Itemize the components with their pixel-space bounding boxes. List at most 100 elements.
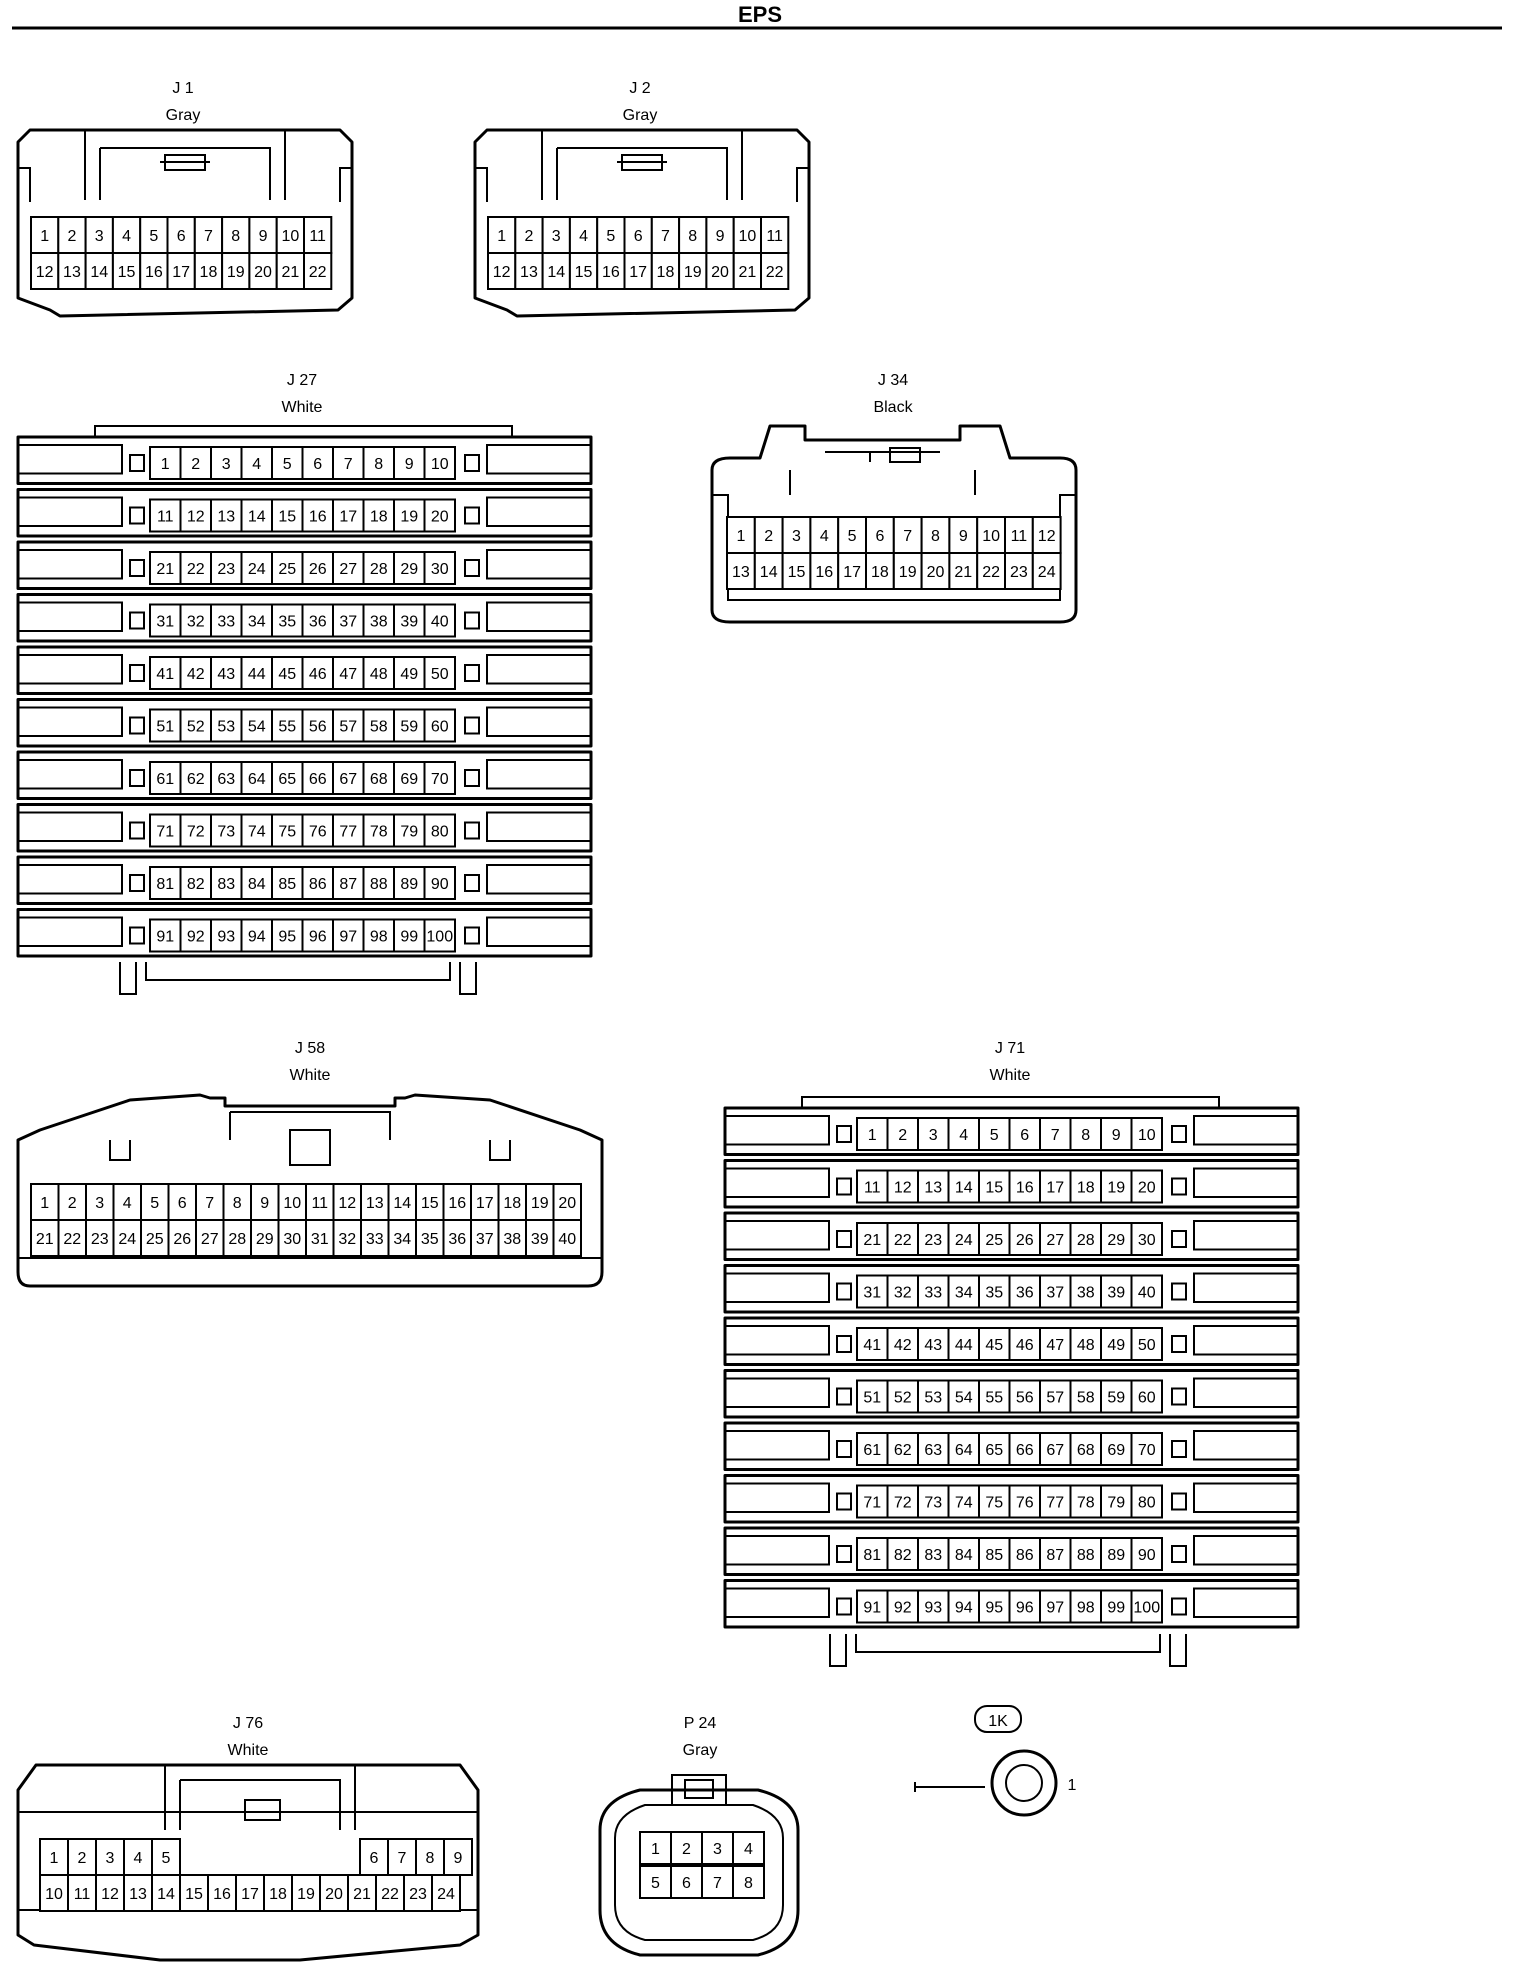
housing-row-right-lock (464, 454, 480, 472)
pin-number: 18 (370, 509, 388, 526)
pin-cell (917, 1379, 950, 1414)
pin-cell (387, 1219, 417, 1257)
pin-number: 22 (982, 564, 1000, 581)
housing-row (723, 1316, 1300, 1366)
pin-number: 12 (101, 1886, 119, 1903)
pin-number: 2 (524, 228, 533, 245)
pin-cell (139, 252, 169, 290)
pin-cell (865, 552, 895, 590)
pin-number: 5 (990, 1127, 999, 1144)
pin-cell (732, 1831, 765, 1865)
connector-j2-latch (475, 130, 809, 202)
pin-number: 61 (156, 771, 174, 788)
pin-number: 95 (278, 929, 296, 946)
pin-cell (301, 813, 334, 848)
pin-cell (277, 1219, 307, 1257)
housing-row-left-lock (129, 716, 145, 735)
housing-row-right-rib (1193, 1272, 1298, 1303)
pin-number: 36 (1016, 1285, 1034, 1302)
pin-number: 71 (156, 824, 174, 841)
pin-number: 31 (863, 1285, 881, 1302)
pin-number: 86 (1016, 1547, 1034, 1564)
pin-number: 86 (309, 876, 327, 893)
pin-cell (431, 1874, 461, 1912)
pin-cell (151, 1874, 181, 1912)
pin-number: 89 (1107, 1547, 1125, 1564)
pin-number: 39 (400, 614, 418, 631)
pin-number: 21 (281, 264, 299, 281)
pin-number: 14 (955, 1180, 973, 1197)
pin-number: 27 (1046, 1232, 1064, 1249)
pin-number: 10 (431, 456, 449, 473)
pin-number: 19 (684, 264, 702, 281)
pin-number: 33 (924, 1285, 942, 1302)
housing-row (723, 1474, 1300, 1524)
pin-number: 73 (924, 1495, 942, 1512)
pin-number: 17 (1046, 1180, 1064, 1197)
pin-number: 1 (868, 1127, 877, 1144)
housing-row-left-lock (129, 559, 145, 577)
pin-cell (301, 761, 334, 795)
pin-cell (123, 1874, 153, 1912)
pin-number: 65 (985, 1442, 1003, 1459)
housing-row-left-rib (725, 1587, 830, 1618)
connector-j58-housing (16, 1093, 604, 1288)
housing-row-left-rib (725, 1325, 830, 1356)
pin-number: 28 (1077, 1232, 1095, 1249)
pin-number: 17 (172, 264, 190, 281)
pin-number: 6 (634, 228, 643, 245)
pin-number: 8 (1081, 1127, 1090, 1144)
pin-cell (947, 1484, 980, 1519)
pin-number: 89 (400, 876, 418, 893)
pin-number: 41 (863, 1337, 881, 1354)
pin-cell (1008, 1484, 1041, 1519)
pin-cell (240, 498, 273, 533)
pin-number: 54 (955, 1390, 973, 1407)
pin-cell (978, 1274, 1011, 1309)
pin-cell (568, 252, 599, 290)
pin-cell (947, 1537, 980, 1571)
pin-number: 1 (161, 456, 170, 473)
pin-number: 100 (426, 929, 453, 946)
pin-cell (362, 918, 395, 953)
housing-row-right-rib (486, 654, 591, 685)
housing-row-left-rib (725, 1115, 830, 1146)
pin-cell (1069, 1484, 1102, 1519)
pin-cell (240, 708, 273, 743)
housing-row-left-rib (725, 1535, 830, 1566)
connector-j2-color: Gray (623, 107, 658, 124)
pin-number: 3 (106, 1850, 115, 1867)
pin-number: 52 (187, 719, 205, 736)
connector-j58-latch (18, 1111, 602, 1259)
housing-row-left-rib (18, 916, 123, 947)
pin-cell (701, 1865, 734, 1899)
pin-number: 57 (1046, 1390, 1064, 1407)
pin-number: 11 (864, 1180, 881, 1197)
pin-number: 59 (1107, 1390, 1125, 1407)
pin-number: 72 (894, 1495, 912, 1512)
pin-cell (670, 1865, 703, 1899)
housing-row-right-rib (486, 706, 591, 737)
pin-number: 33 (366, 1231, 384, 1248)
pin-number: 9 (716, 228, 725, 245)
connector-p24-housing (598, 1788, 800, 1957)
pin-number: 56 (309, 719, 327, 736)
connector-j27-housing (16, 435, 593, 958)
housing-row-right-rib (486, 444, 591, 475)
pin-cell (1008, 1169, 1041, 1204)
pin-number: 24 (437, 1886, 455, 1903)
pin-number: 4 (744, 1841, 753, 1858)
pin-number: 94 (248, 929, 266, 946)
housing-row-left-lock (836, 1597, 852, 1616)
pin-cell (1069, 1222, 1102, 1256)
pin-number: 20 (711, 264, 729, 281)
pin-number: 17 (241, 1886, 259, 1903)
pin-cell (423, 498, 456, 533)
pin-number: 43 (924, 1337, 942, 1354)
pin-number: 30 (283, 1231, 301, 1248)
pin-number: 36 (448, 1231, 466, 1248)
housing-row-left-lock (836, 1125, 852, 1143)
pin-number: 15 (185, 1886, 203, 1903)
housing-row-left-lock (836, 1230, 852, 1248)
